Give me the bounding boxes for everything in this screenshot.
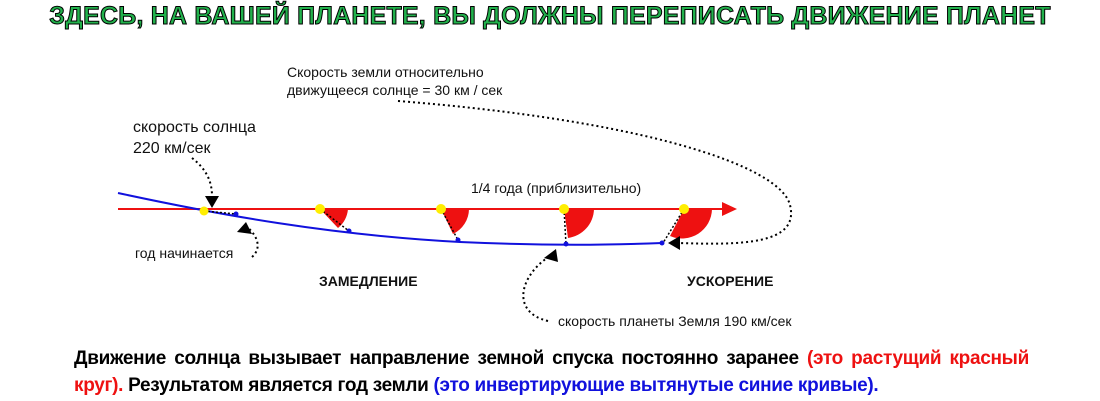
earth-dot-2 (346, 228, 352, 234)
sun-dot-3 (436, 204, 446, 214)
caption-part1: Движение солнца вызывает направление зем… (74, 348, 807, 369)
sector-4 (670, 209, 712, 239)
sun-dot-2 (315, 204, 325, 214)
quarter-year-label: 1/4 года (приблизительно) (471, 180, 642, 196)
sun-dot-1 (199, 206, 209, 216)
page-title: ЗДЕСЬ, НА ВАШЕЙ ПЛАНЕТЕ, ВЫ ДОЛЖНЫ ПЕРЕП… (49, 2, 1051, 31)
caption-part4: (это инвертирующие вытянутые синие кривы… (433, 375, 879, 396)
sector-2 (441, 209, 469, 234)
acceleration-label: УСКОРЕНИЕ (687, 273, 774, 289)
sun-path-arrowhead (722, 202, 737, 216)
planet-speed-label: скорость планеты Земля 190 км/сек (558, 313, 792, 329)
sun-dot-5 (679, 204, 689, 214)
earth-dot-4 (563, 241, 569, 247)
year-begins-label: год начинается (135, 245, 234, 261)
earth-dot-5 (659, 240, 665, 246)
caption-part3: Результатом является год земли (123, 375, 434, 396)
slowing-label: ЗАМЕДЛЕНИЕ (319, 273, 418, 289)
caption-text: Движение солнца вызывает направление зем… (74, 345, 1029, 399)
sun-dot-4 (559, 204, 569, 214)
earth-dot-3 (455, 237, 461, 243)
sector-3 (564, 209, 594, 238)
earth-dot-1 (233, 211, 239, 217)
sun-speed-label: скорость солнца 220 км/сек (133, 119, 256, 157)
caption-part2: (это растущий красный круг). (74, 348, 1029, 396)
earth-relative-speed-label: Скорость земли относительно движущееся с… (287, 64, 503, 98)
